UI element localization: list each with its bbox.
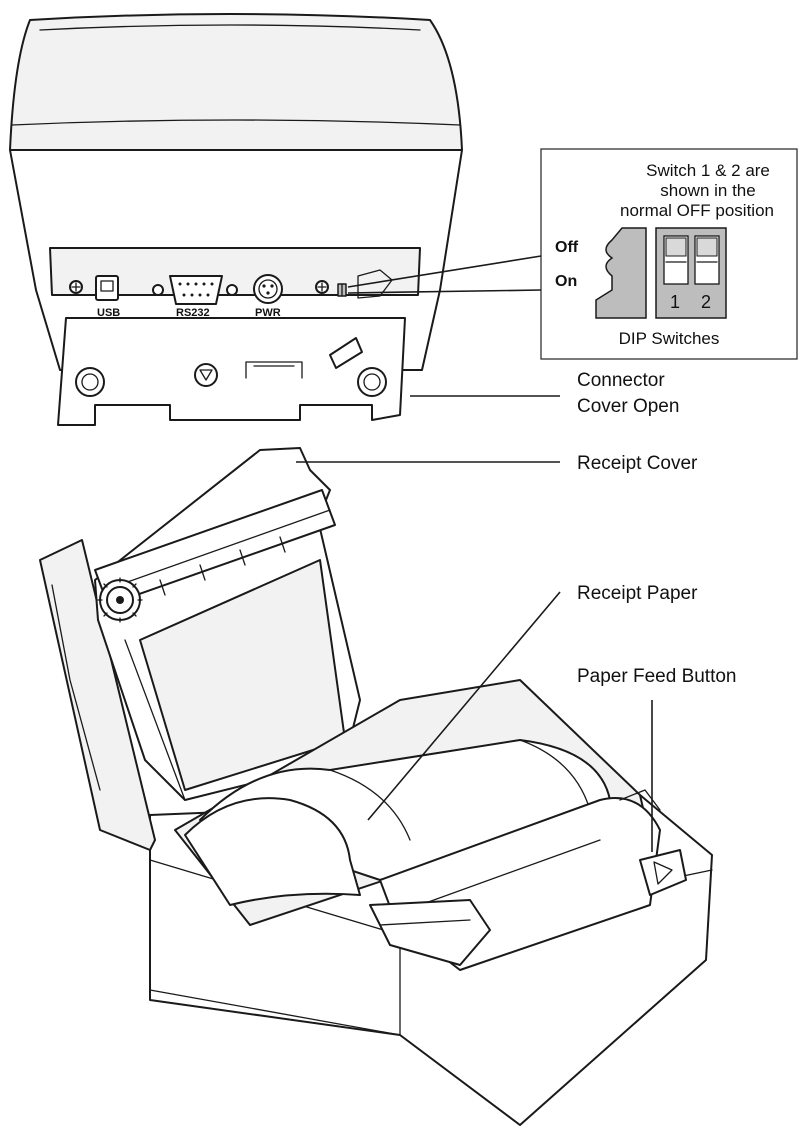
dip-callout-upper: [347, 255, 542, 288]
callout-receipt-cover: Receipt Cover: [296, 453, 698, 474]
connector-cover: [57, 317, 406, 426]
dip-note-line2: shown in the: [660, 181, 755, 200]
dip-callout-lower: [347, 289, 542, 294]
printer-open-view: [39, 447, 713, 1126]
power-port: PWR: [253, 274, 283, 319]
connector-cover-label-line2: Cover Open: [577, 396, 679, 417]
gear-icon: [97, 577, 143, 623]
screw-left-icon: [69, 280, 83, 294]
dip-caption: DIP Switches: [619, 329, 720, 348]
foot-right: [357, 367, 387, 397]
screw-right-icon: [315, 280, 329, 294]
callout-receipt-paper: Receipt Paper: [367, 583, 698, 821]
callout-connector-cover: Connector Cover Open: [410, 370, 679, 417]
cable-clip: [329, 337, 363, 369]
usb-port: USB: [95, 275, 120, 319]
dip-switch-1: [663, 235, 689, 285]
dip-switch-inset: Switch 1 & 2 are shown in the normal OFF…: [540, 148, 798, 360]
dip-note-line3: normal OFF position: [620, 201, 774, 220]
usb-label: USB: [97, 307, 120, 319]
dip-side-profile: [595, 227, 647, 319]
paper-feed-button-label: Paper Feed Button: [577, 666, 737, 687]
switch-2-number: 2: [701, 292, 711, 312]
receipt-paper-label: Receipt Paper: [577, 583, 698, 604]
on-label: On: [555, 273, 577, 290]
dip-switch-small: [337, 283, 347, 297]
printer-rear-view: USB RS232 PWR: [9, 13, 463, 426]
pwr-label: PWR: [255, 307, 281, 319]
receipt-cover-label: Receipt Cover: [577, 453, 698, 474]
foot-left: [75, 367, 105, 397]
dip-switch-2: [694, 235, 720, 285]
triangle-marker-icon: [194, 363, 218, 387]
paper-feed-button: [639, 849, 687, 896]
connector-cover-label-line1: Connector: [577, 370, 665, 391]
switch-1-number: 1: [670, 292, 680, 312]
paper-guide: [369, 899, 491, 966]
off-label: Off: [555, 239, 579, 256]
left-shell: [39, 539, 156, 851]
callout-paper-feed-button: Paper Feed Button: [577, 666, 737, 852]
printer-lid: [9, 13, 463, 151]
dip-note-line1: Switch 1 & 2 are: [646, 161, 770, 180]
rs232-label: RS232: [176, 307, 210, 319]
rs232-port: RS232: [152, 275, 238, 319]
